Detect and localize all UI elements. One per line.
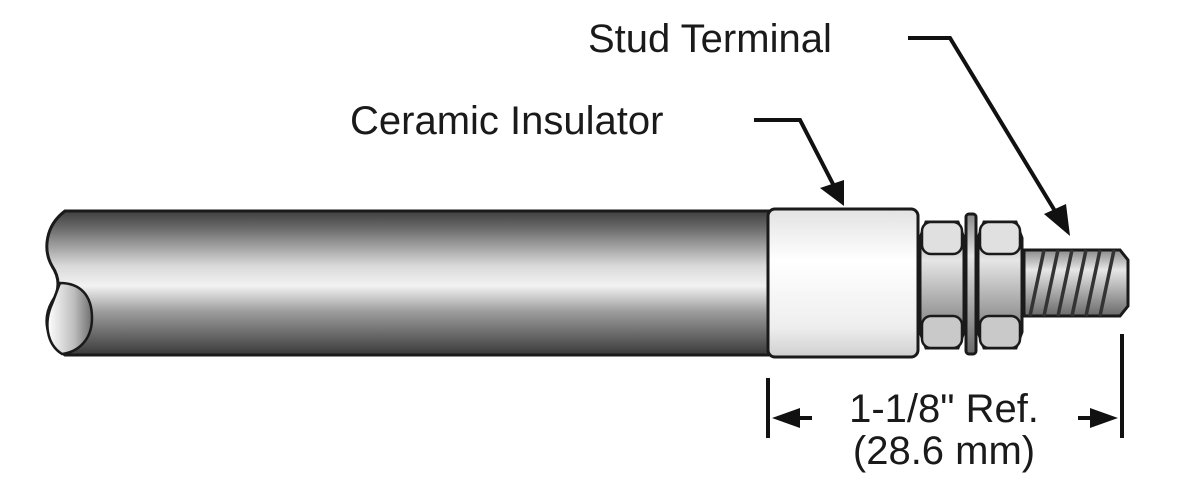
dimension-imperial-label: 1-1/8" Ref.	[849, 387, 1039, 431]
threaded-stud	[1022, 248, 1130, 318]
stud-terminal-assembly	[916, 212, 1130, 356]
stud-terminal-label: Stud Terminal	[588, 17, 832, 61]
dimension-metric-label: (28.6 mm)	[853, 429, 1035, 473]
dimension-marker	[766, 334, 1124, 438]
hex-nut-outer	[976, 220, 1024, 350]
hex-nut-inner	[918, 220, 966, 350]
stud-terminal-leader	[908, 36, 1070, 236]
ceramic-insulator-label: Ceramic Insulator	[350, 99, 663, 143]
sheath-tube	[45, 209, 772, 357]
washer	[964, 212, 978, 356]
ceramic-insulator-body	[766, 207, 920, 359]
ceramic-insulator-leader	[754, 118, 844, 206]
